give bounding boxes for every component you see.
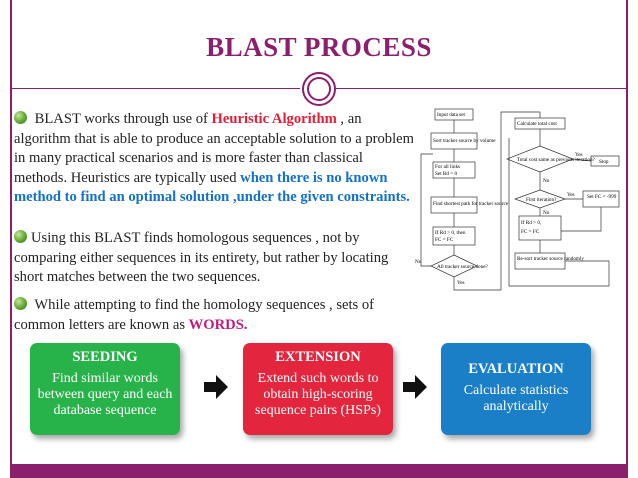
p1-text: BLAST works through use of xyxy=(31,111,212,127)
step-seeding-box: SEEDING Find similar words between query… xyxy=(30,343,180,435)
paragraph-heuristic: BLAST works through use of Heuristic Alg… xyxy=(14,110,414,208)
fc-yes-label: Yes xyxy=(457,280,465,286)
step-extension-desc: Extend such words to obtain high-scoring… xyxy=(255,371,381,418)
title-ornament-inner-circle xyxy=(307,77,331,101)
fc-fc-eq: FC = FC xyxy=(521,229,540,235)
paragraph-words: While attempting to find the homology se… xyxy=(14,296,414,335)
p1-highlight-constraints: when there is no known method to find an… xyxy=(14,169,410,206)
fc-calc-cost: Calculate total cost xyxy=(517,121,557,127)
step-seeding-title: SEEDING xyxy=(72,349,138,365)
p3-text: While attempting to find the homology se… xyxy=(14,297,375,333)
arrow-right-icon xyxy=(204,375,228,399)
fc-all-tracker: All tracker source done? xyxy=(437,264,489,270)
step-extension-box: EXTENSION Extend such words to obtain hi… xyxy=(243,343,393,435)
fc-yes-label: Yes xyxy=(575,152,583,158)
fc-for-all: For all links xyxy=(435,164,460,170)
fc-yes-label: Yes xyxy=(567,192,575,198)
fc-resort: Re-sort tracker source randomly xyxy=(517,256,584,262)
fc-if-ru: If Rd > 0, then xyxy=(435,229,466,236)
p2-text: Using this BLAST finds homologous sequen… xyxy=(14,230,389,285)
p1-highlight-heuristic: Heuristic Algorithm xyxy=(211,111,337,127)
title-divider-left xyxy=(12,88,300,89)
bullet-icon xyxy=(14,230,27,243)
fc-find-path: Find shortest path for tracker source xyxy=(433,200,509,207)
fc-cost-same: Total cost same as previous iteration? xyxy=(517,157,596,163)
step-extension-title: EXTENSION xyxy=(275,349,361,365)
fc-no-label: No xyxy=(543,178,550,184)
fc-set-fc: Set FC = -999 xyxy=(587,194,617,200)
bullet-icon xyxy=(14,111,27,124)
fc-sort: Sort tracker source by volume xyxy=(433,138,496,144)
step-seeding-desc: Find similar words between query and eac… xyxy=(37,371,173,418)
p1-text-cont: , an algorithm that is able to produce a… xyxy=(14,111,414,186)
title-divider-right xyxy=(336,88,626,89)
fc-fc-update: FC = FC xyxy=(435,237,454,243)
fc-input: Input data set xyxy=(437,112,466,118)
fc-no-label: No xyxy=(415,259,422,265)
frame-bottom-bar xyxy=(10,464,628,478)
fc-no-label: No xyxy=(543,210,550,216)
step-evaluation-box: EVALUATION Calculate statistics analytic… xyxy=(441,343,591,435)
frame-right-border xyxy=(626,0,628,478)
fc-if-rd2: If Rd > 0, xyxy=(521,219,541,226)
paragraph-homologous: Using this BLAST finds homologous sequen… xyxy=(14,229,414,288)
bullet-icon xyxy=(14,297,27,310)
p3-highlight-words: WORDS. xyxy=(188,316,248,333)
slide-title: BLAST PROCESS xyxy=(206,32,432,62)
frame-left-border xyxy=(10,0,12,478)
title-ornament-circle xyxy=(302,72,336,106)
step-evaluation-title: EVALUATION xyxy=(468,361,564,377)
arrow-right-icon xyxy=(403,375,427,399)
fc-set-ru: Set Rd = 0 xyxy=(435,171,457,177)
step-evaluation-desc: Calculate statistics analytically xyxy=(463,383,569,414)
fc-stop: Stop xyxy=(599,159,609,165)
fc-first-iter: First iteration? xyxy=(526,197,557,203)
blast-flowchart-figure: Input data set Sort tracker source by vo… xyxy=(413,106,625,298)
